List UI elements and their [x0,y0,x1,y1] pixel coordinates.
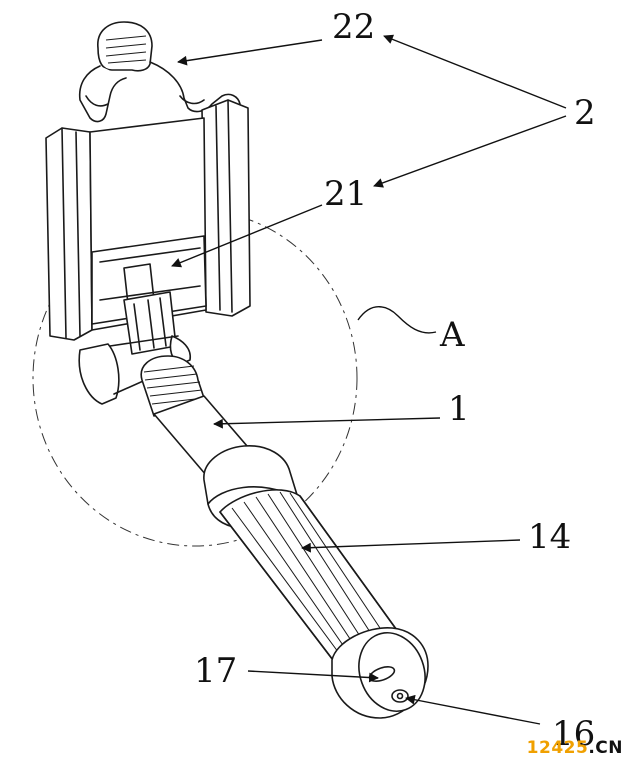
angle-knob [78,343,120,405]
leader-14 [301,539,521,553]
label-a: A [439,315,465,355]
leader-17 [247,670,379,683]
clamp-support-plate [91,235,207,325]
leader-a [357,306,437,334]
clamp-pivot-block [123,291,177,355]
label-2: 2 [574,93,596,133]
clamp-arm-right [149,61,241,113]
clamp-jaw-left [45,127,93,341]
clamp-jaw-right [201,99,251,317]
leader-22 [177,39,323,66]
leader-2a [383,34,567,109]
clamp-arm-left [78,65,127,123]
leader-1 [213,417,441,429]
site-watermark: 12425.CN [527,738,623,758]
leader-2b [373,115,567,188]
phone-clamp [45,21,251,405]
label-16: 16 [552,714,595,754]
label-14: 14 [528,517,571,557]
charging-port [391,689,409,703]
watermark-domain: .CN [588,738,623,758]
label-1: 1 [448,389,470,429]
label-22: 22 [332,7,375,47]
label-17: 17 [194,651,237,691]
leader-21 [171,204,323,268]
label-21: 21 [324,174,367,214]
watermark-number: 12425 [526,738,589,758]
handle-grip [219,489,429,719]
leader-16 [405,694,541,725]
